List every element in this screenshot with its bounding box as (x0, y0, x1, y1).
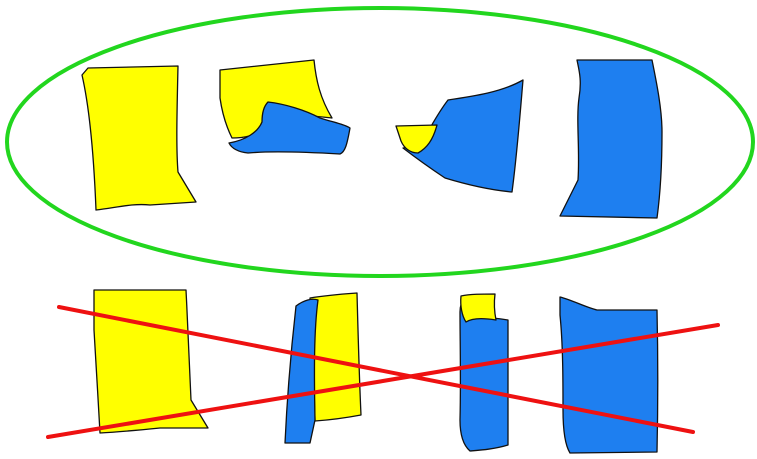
strip-blue-yellow-tab (460, 294, 508, 451)
blue-page-shape (560, 60, 662, 218)
strip-yellow-tab (461, 294, 496, 322)
curl-blue-over-yellow (396, 80, 523, 192)
incorrect-examples-group (48, 290, 718, 453)
strip-blue-front (285, 299, 318, 443)
curl-yellow-over-blue (220, 60, 350, 154)
blue-page-shape-2 (560, 297, 658, 453)
strip-pair-blue-front (285, 293, 361, 443)
correct-examples-group (7, 8, 753, 276)
yellow-page-shape (82, 66, 196, 210)
